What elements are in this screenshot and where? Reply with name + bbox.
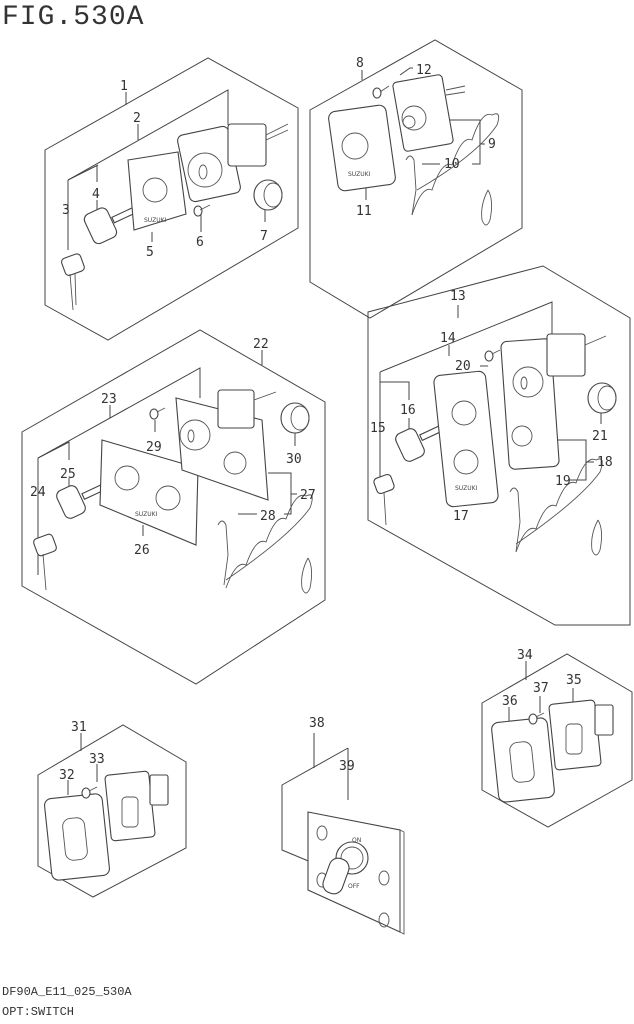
callout-12: 12 — [416, 63, 432, 78]
toggle-off-label: OFF — [348, 883, 360, 890]
callout-22: 22 — [253, 337, 269, 352]
screw-icon — [484, 349, 501, 362]
switch-bezel-part-5: SUZUKI — [127, 151, 187, 231]
switch-bezel-part-17: SUZUKI — [433, 370, 499, 508]
switch-body-part-18 — [500, 333, 607, 470]
rocker-switch-body — [548, 699, 614, 771]
assembly-2-outline — [67, 89, 229, 181]
callout-34: 34 — [517, 648, 533, 663]
assembly-1-outline — [44, 57, 299, 341]
assembly-22-outline — [21, 329, 326, 685]
switch-bezel-part-26: SUZUKI — [99, 439, 199, 546]
callout-14: 14 — [440, 331, 456, 346]
toggle-lever-icon — [322, 841, 369, 895]
callout-18: 18 — [597, 455, 613, 470]
callout-11: 11 — [356, 204, 372, 219]
callout-1: 1 — [120, 79, 128, 94]
assembly-22[interactable]: SUZUKI 22 23 24 25 26 — [21, 329, 326, 685]
callout-23: 23 — [101, 392, 117, 407]
callout-28: 28 — [260, 509, 276, 524]
screw-icon — [528, 712, 545, 725]
callout-6: 6 — [196, 235, 204, 250]
key-icon — [33, 482, 109, 591]
callout-8: 8 — [356, 56, 364, 71]
callout-36: 36 — [502, 694, 518, 709]
callout-16: 16 — [400, 403, 416, 418]
screw-icon — [372, 85, 390, 99]
callout-19: 19 — [555, 474, 571, 489]
callout-37: 37 — [533, 681, 549, 696]
callout-31: 31 — [71, 720, 87, 735]
callout-27: 27 — [300, 488, 316, 503]
rocker-bezel-part-32 — [44, 793, 110, 881]
callout-33: 33 — [89, 752, 105, 767]
cap-part-30 — [280, 402, 310, 434]
lanyard-cord-icon — [217, 494, 313, 594]
stop-switch-bezel-part-11: SUZUKI — [328, 104, 396, 192]
key-icon — [61, 206, 138, 311]
figure-code: DF90A_E11_025_530A — [2, 985, 132, 999]
screw-icon — [193, 204, 211, 217]
screw-icon — [149, 407, 166, 420]
ignition-switch-body — [177, 123, 289, 203]
assembly-1[interactable]: SUZUKI 1 2 3 4 5 6 7 — [44, 57, 299, 341]
assembly-34[interactable]: 34 35 36 37 — [481, 648, 633, 828]
callout-20: 20 — [455, 359, 471, 374]
svg-text:SUZUKI: SUZUKI — [455, 485, 478, 492]
svg-text:SUZUKI: SUZUKI — [144, 217, 167, 224]
callout-13: 13 — [450, 289, 466, 304]
callout-21: 21 — [592, 429, 608, 444]
svg-text:SUZUKI: SUZUKI — [135, 511, 158, 518]
callout-25: 25 — [60, 467, 76, 482]
assembly-31[interactable]: 31 32 33 — [37, 720, 187, 898]
lanyard-cord-icon — [509, 458, 603, 556]
callout-15: 15 — [370, 421, 386, 436]
key-icon — [373, 424, 443, 526]
callout-26: 26 — [134, 543, 150, 558]
lanyard-cord-icon — [405, 113, 500, 226]
assembly-8-outline — [309, 39, 523, 319]
figure-title: FIG.530A — [2, 2, 145, 33]
callout-2: 2 — [133, 111, 141, 126]
callout-29: 29 — [146, 440, 162, 455]
callout-17: 17 — [453, 509, 469, 524]
callout-9: 9 — [488, 137, 496, 152]
assembly-38[interactable]: ON OFF 38 39 — [281, 716, 405, 935]
assembly-13-outline — [367, 265, 631, 626]
callout-10: 10 — [444, 157, 460, 172]
toggle-on-label: ON — [352, 837, 361, 844]
callout-38: 38 — [309, 716, 325, 731]
rocker-switch-body — [104, 770, 169, 842]
assembly-13[interactable]: SUZUKI 13 14 15 16 17 — [367, 265, 631, 626]
callout-32: 32 — [59, 768, 75, 783]
callout-5: 5 — [146, 245, 154, 260]
cap-part-21 — [587, 382, 617, 414]
figure-name: OPT:SWITCH — [2, 1005, 75, 1019]
switch-body-part-27 — [175, 389, 277, 501]
assembly-8[interactable]: SUZUKI 8 9 10 11 12 — [309, 39, 523, 319]
rocker-bezel-part-36 — [491, 717, 555, 803]
cap-part-7 — [253, 179, 283, 211]
assembly-38-outline — [281, 747, 349, 871]
assembly-31-outline — [37, 724, 187, 898]
callout-24: 24 — [30, 485, 46, 500]
callout-7: 7 — [260, 229, 268, 244]
callout-30: 30 — [286, 452, 302, 467]
callout-35: 35 — [566, 673, 582, 688]
callout-3: 3 — [62, 203, 70, 218]
svg-text:SUZUKI: SUZUKI — [348, 171, 371, 178]
callout-4: 4 — [92, 187, 100, 202]
stop-switch-body-part-9 — [392, 74, 466, 152]
callout-39: 39 — [339, 759, 355, 774]
screw-icon — [81, 786, 98, 799]
assembly-34-outline — [481, 653, 633, 828]
